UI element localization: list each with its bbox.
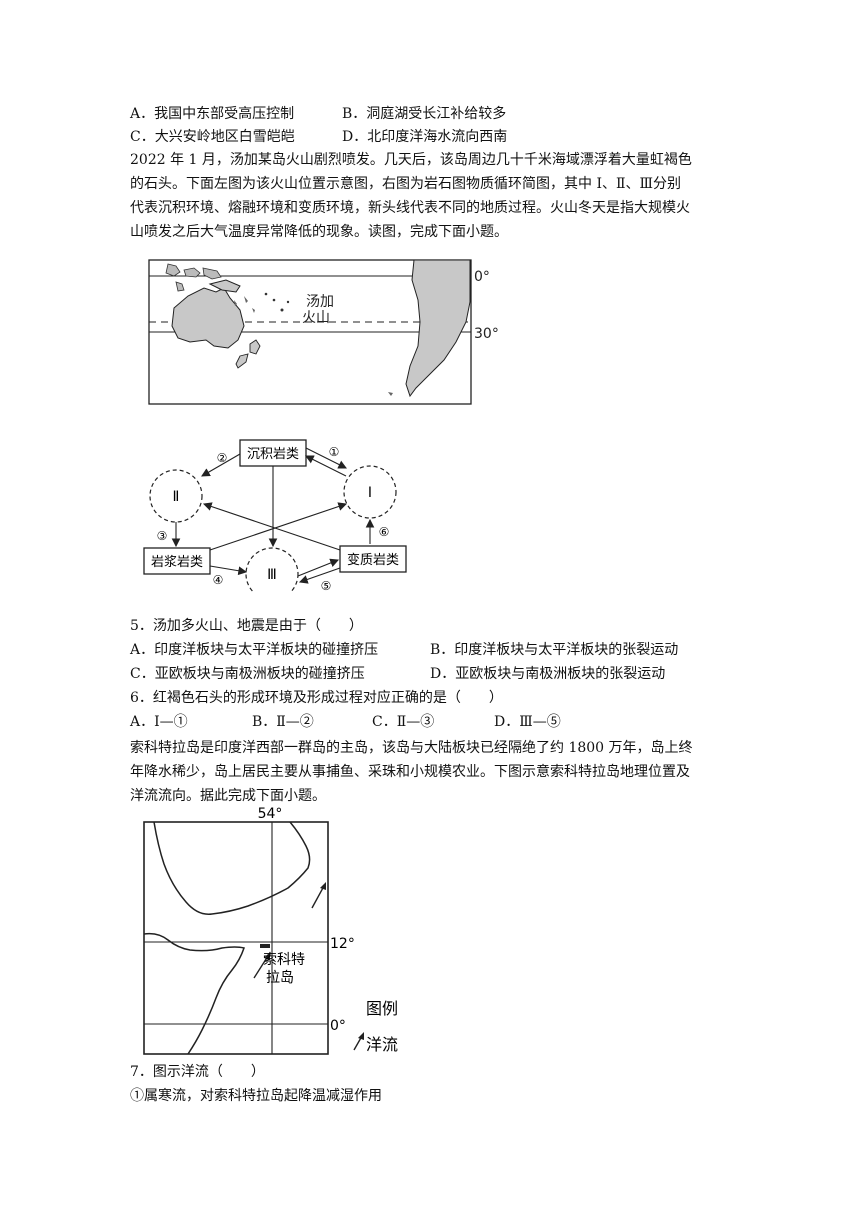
q4-option-d: D．北印度洋海水流向西南 — [342, 129, 508, 145]
map2-legend-current-label: 洋流 — [366, 1035, 398, 1054]
q5-options-row-1: A．印度洋板块与太平洋板块的碰撞挤压 B．印度洋板块与太平洋板块的张裂运动 — [130, 640, 678, 660]
q6-stem: 6．红褐色石头的形成环境及形成过程对应正确的是（ ） — [130, 690, 503, 706]
passage1-line-2: 的石头。下面左图为该火山位置示意图，右图为岩石图物质循环简图，其中 Ⅰ、Ⅱ、Ⅲ分… — [130, 176, 681, 192]
magmatic-box — [143, 547, 211, 575]
q5-stem: 5．汤加多火山、地震是由于（ ） — [130, 618, 363, 634]
sedimentary-box — [239, 439, 307, 467]
q4-option-a: A．我国中东部受高压控制 — [130, 106, 295, 122]
tonga-location-map: 汤加 火山 0° 30° — [148, 259, 499, 405]
q5-option-a: A．印度洋板块与太平洋板块的碰撞挤压 — [130, 642, 379, 658]
passage1-line-1: 2022 年 1 月，汤加某岛火山剧烈喷发。几天后，该岛周边几十千米海域漂浮着大… — [130, 152, 692, 168]
env-1-label: Ⅰ — [368, 485, 372, 501]
env-3-label: Ⅲ — [267, 567, 277, 583]
metamorphic-box — [339, 545, 407, 573]
map2-lon-54-label: 54° — [258, 806, 283, 822]
q4-option-b: B．洞庭湖受长江补给较多 — [342, 106, 507, 122]
rock-cycle-diagram: 沉积岩类 岩浆岩类 变质岩类 Ⅱ Ⅰ Ⅲ ② ① ③ ⑥ ④ ⑤ — [143, 439, 407, 592]
passage2-line-3: 洋流流向。据此完成下面小题。 — [130, 788, 326, 804]
magmatic-label: 岩浆岩类 — [151, 555, 203, 570]
socotra-location-map: 54° 12° 0° 索科特 拉岛 图例 洋流 — [143, 806, 398, 1055]
q6-options-row: A．Ⅰ—① B．Ⅱ—② C．Ⅱ—③ D．Ⅲ—⑤ — [130, 712, 561, 732]
process-3-label: ③ — [157, 529, 168, 543]
process-1-label: ① — [329, 445, 340, 459]
q5-option-b: B．印度洋板块与太平洋板块的张裂运动 — [430, 642, 679, 658]
sedimentary-label: 沉积岩类 — [247, 447, 299, 462]
q4-options-row-2: C．大兴安岭地区白雪皑皑 D．北印度洋海水流向西南 — [130, 127, 507, 147]
map2-lat-12-label: 12° — [330, 936, 355, 952]
q5-option-c: C．亚欧板块与南极洲板块的碰撞挤压 — [130, 666, 365, 682]
q4-option-c: C．大兴安岭地区白雪皑皑 — [130, 129, 295, 145]
map1-lat-0-label: 0° — [474, 269, 490, 285]
q7-stem: 7．图示洋流（ ） — [130, 1064, 265, 1080]
env-circle-1 — [343, 465, 397, 519]
socotra-island-mark — [260, 944, 270, 948]
q6-option-c: C．Ⅱ—③ — [372, 714, 435, 730]
process-6-label: ⑥ — [379, 525, 390, 539]
map1-volcano-label-1: 汤加 — [306, 294, 334, 310]
passage1-line-4: 山喷发之后大气温度异常降低的现象。读图，完成下面小题。 — [130, 224, 508, 240]
q6-option-b: B．Ⅱ—② — [252, 714, 314, 730]
passage2-line-1: 索科特拉岛是印度洋西部一群岛的主岛，该岛与大陆板块已经隔绝了约 1800 万年，… — [130, 740, 693, 756]
map2-lat-0-label: 0° — [330, 1018, 346, 1034]
metamorphic-label: 变质岩类 — [347, 552, 399, 568]
process-5-label: ⑤ — [321, 579, 332, 592]
process-2-label: ② — [217, 451, 228, 465]
passage1-line-3: 代表沉积环境、熔融环境和变质环境，新头线代表不同的地质过程。火山冬天是指大规模火 — [130, 200, 690, 216]
map1-lat-30-label: 30° — [474, 326, 499, 342]
map2-island-label-1: 索科特 — [263, 951, 305, 968]
q4-options-row-1: A．我国中东部受高压控制 B．洞庭湖受长江补给较多 — [130, 104, 506, 124]
map2-island-label-2: 拉岛 — [266, 970, 294, 986]
q5-option-d: D．亚欧板块与南极洲板块的张裂运动 — [430, 666, 666, 682]
env-circle-2 — [149, 469, 203, 523]
q7-item-1: ①属寒流，对索科特拉岛起降温减湿作用 — [130, 1088, 382, 1104]
passage2-line-2: 年降水稀少，岛上居民主要从事捕鱼、采珠和小规模农业。下图示意索科特拉岛地理位置及 — [130, 764, 690, 780]
map2-legend-title: 图例 — [366, 999, 398, 1018]
q6-option-a: A．Ⅰ—① — [130, 714, 188, 730]
map1-volcano-label-2: 火山 — [302, 310, 330, 326]
q6-option-d: D．Ⅲ—⑤ — [494, 714, 561, 730]
process-4-label: ④ — [213, 573, 224, 587]
q5-options-row-2: C．亚欧板块与南极洲板块的碰撞挤压 D．亚欧板块与南极洲板块的张裂运动 — [130, 664, 665, 684]
env-2-label: Ⅱ — [173, 489, 180, 505]
env-circle-3 — [245, 547, 299, 592]
